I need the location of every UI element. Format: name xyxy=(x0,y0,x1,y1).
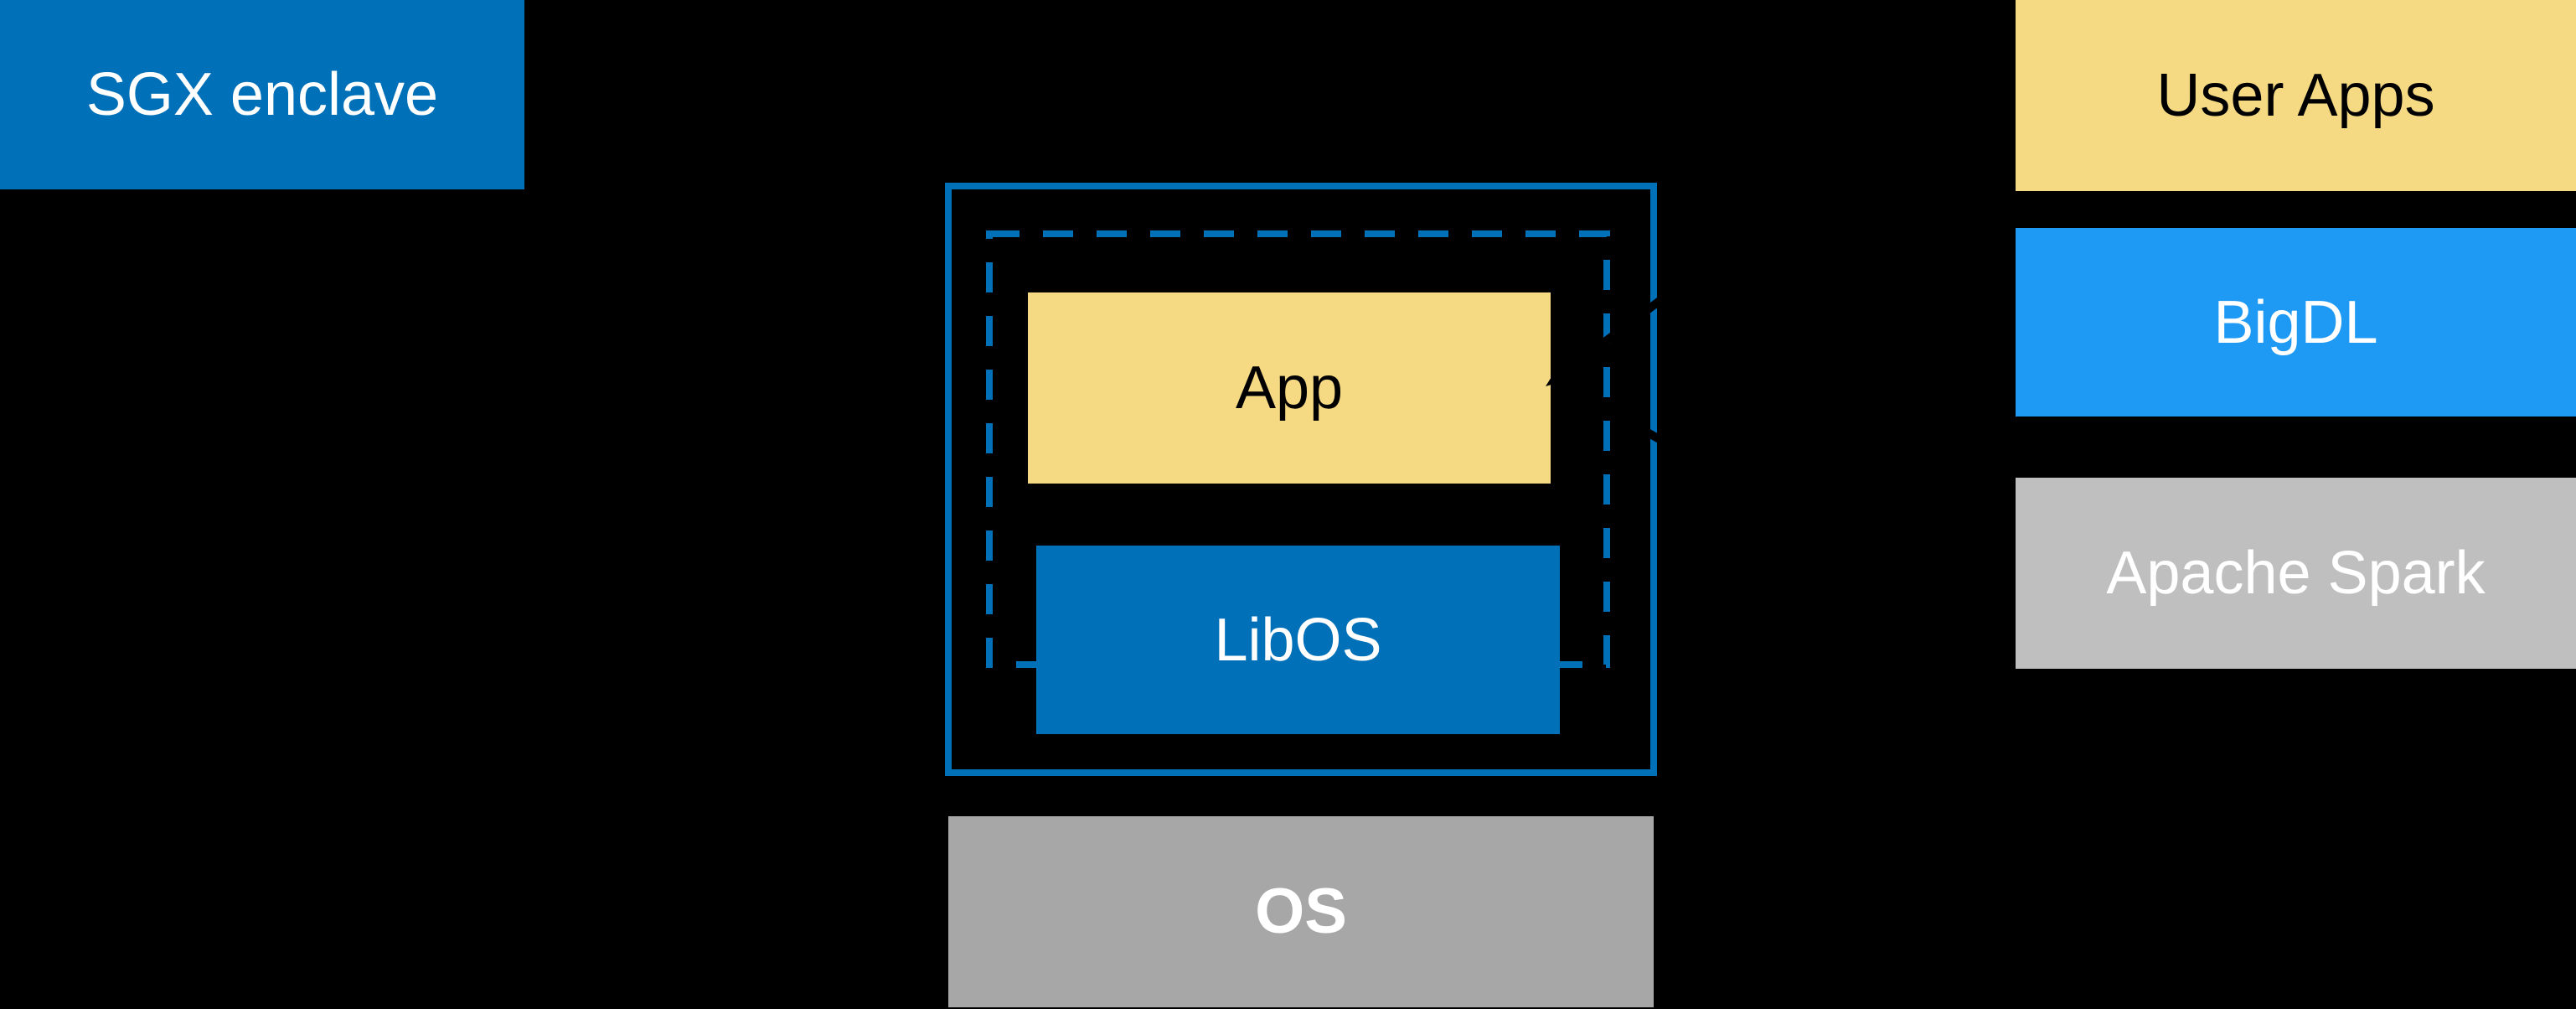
user-apps-label: User Apps xyxy=(2156,62,2435,129)
app-label: App xyxy=(1235,354,1344,422)
apache-spark-box: Apache Spark xyxy=(2016,478,2576,669)
sgx-enclave-label-box: SGX enclave xyxy=(0,0,524,189)
os-box: OS xyxy=(948,816,1654,1007)
libos-label: LibOS xyxy=(1214,606,1382,674)
bigdl-box: BigDL xyxy=(2016,228,2576,417)
sgx-callout-dot xyxy=(521,510,533,521)
libos-box: LibOS xyxy=(1036,546,1560,734)
bigdl-label: BigDL xyxy=(2213,288,2378,356)
user-apps-box: User Apps xyxy=(2016,0,2576,191)
app-box: App xyxy=(1028,292,1551,484)
sgx-enclave-label: SGX enclave xyxy=(85,61,439,128)
apache-spark-label: Apache Spark xyxy=(2106,540,2486,607)
os-label: OS xyxy=(1255,876,1347,947)
